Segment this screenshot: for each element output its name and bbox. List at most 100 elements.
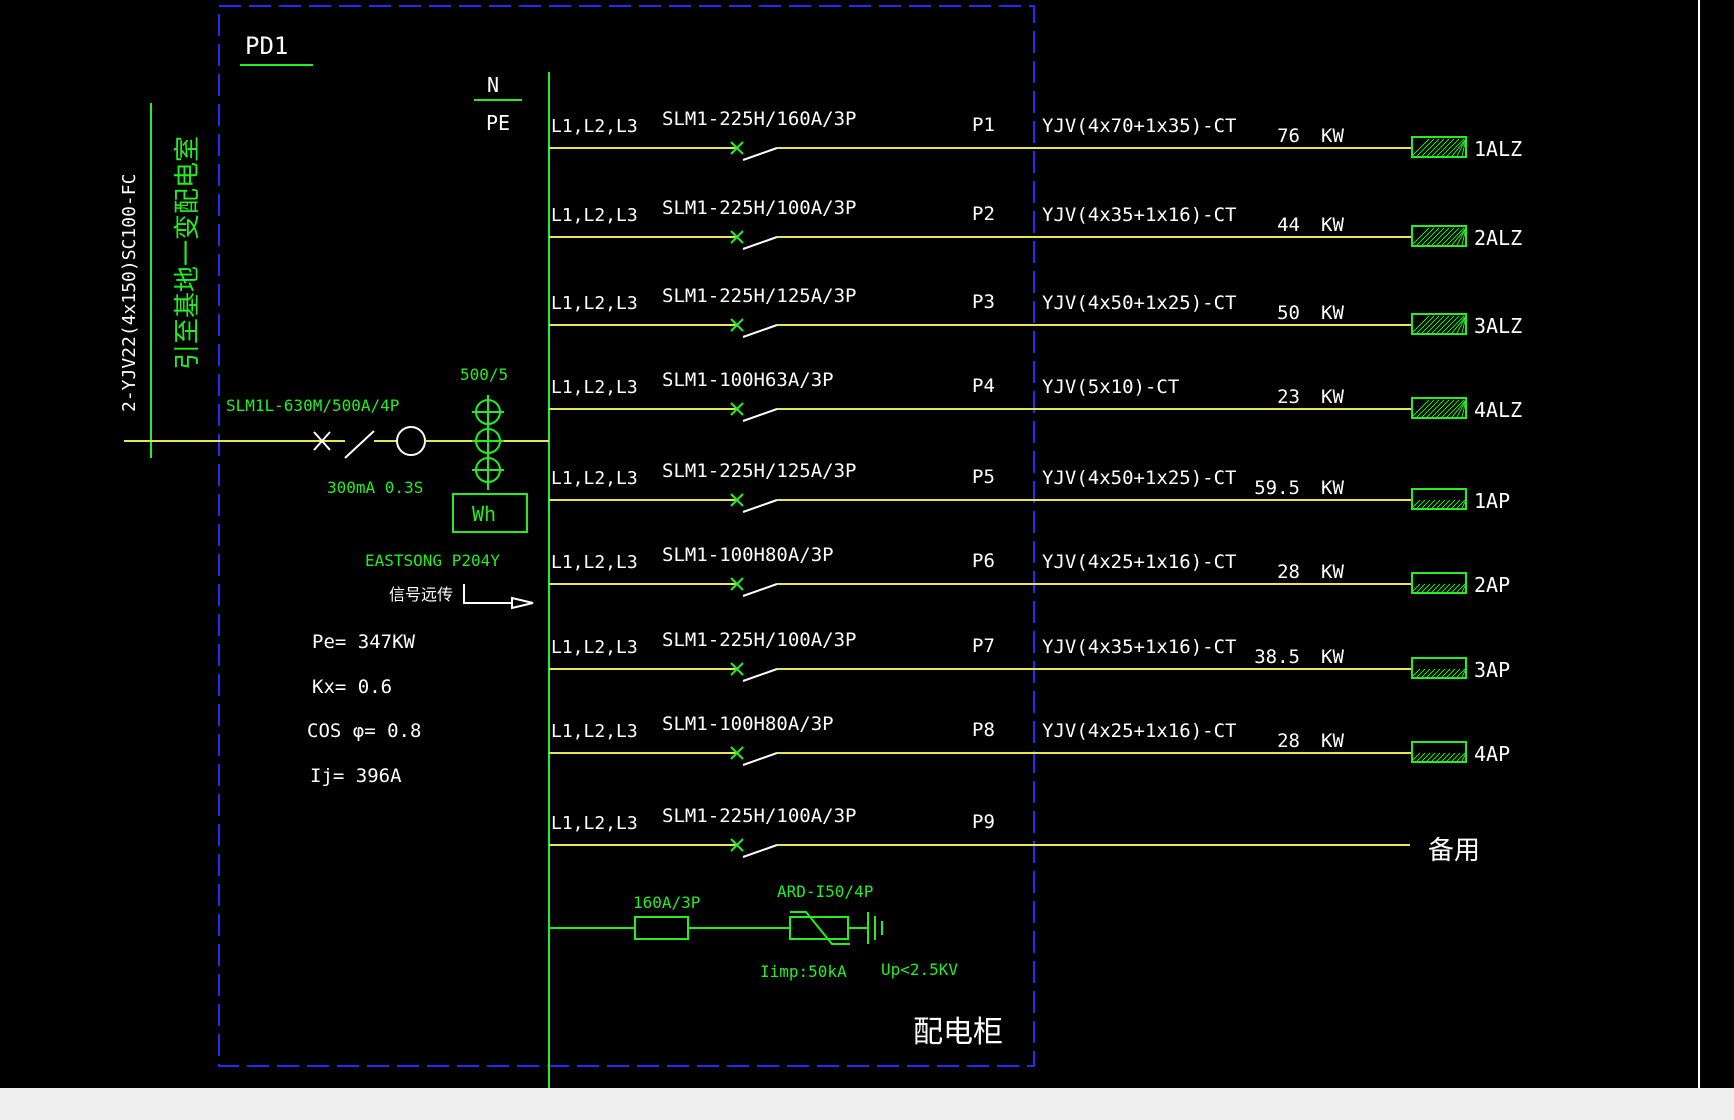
load-hatch (1411, 315, 1430, 334)
breaker-x (730, 838, 744, 852)
load-hatch (1456, 399, 1467, 418)
spd-fuse-label: 160A/3P (633, 893, 700, 912)
load-box (1411, 741, 1467, 763)
load-hatch (1461, 138, 1467, 157)
load-hatch (1411, 752, 1421, 762)
load-hatch (1426, 227, 1445, 246)
load-box (1411, 488, 1467, 510)
surge-protector-curve (790, 911, 850, 945)
ct-ratio: 500/5 (460, 365, 508, 384)
load-hatch (1421, 315, 1440, 334)
breaker-x (730, 230, 744, 244)
phase-label: L1,L2,L3 (551, 813, 638, 834)
breaker-label: SLM1-225H/100A/3P (662, 197, 856, 219)
n-label: N (487, 73, 499, 97)
load-hatch (1461, 499, 1467, 509)
load-hatch (1446, 583, 1456, 593)
load-hatch (1441, 399, 1460, 418)
power-unit: KW (1321, 214, 1344, 236)
incoming-cable-label: 2-YJV22(4x150)SC100-FC (119, 174, 140, 412)
phase-label: L1,L2,L3 (551, 468, 638, 489)
load-hatch (1456, 315, 1467, 334)
breaker-x (730, 141, 744, 155)
circuit-id: P9 (972, 811, 995, 833)
energy-meter (452, 493, 528, 533)
spd-iimp-label: Iimp:50kA (760, 962, 847, 981)
cable-label: YJV(4x50+1x25)-CT (1042, 467, 1236, 489)
load-hatch (1436, 752, 1446, 762)
load-hatch (1431, 752, 1441, 762)
power-value: 76 (1277, 125, 1300, 147)
load-hatch (1441, 138, 1460, 157)
load-hatch (1421, 399, 1440, 418)
load-hatch (1431, 399, 1450, 418)
spd-fuse (634, 916, 689, 940)
phase-label: L1,L2,L3 (551, 116, 638, 137)
rcd-symbol (396, 426, 426, 456)
load-box (1411, 313, 1467, 335)
load-hatch (1436, 668, 1446, 678)
load-hatch (1441, 752, 1451, 762)
load-hatch (1446, 315, 1465, 334)
load-hatch (1416, 499, 1426, 509)
spd-up-label: Up<2.5KV (881, 960, 958, 979)
power-unit: KW (1321, 125, 1344, 147)
load-hatch (1426, 499, 1436, 509)
phase-label: L1,L2,L3 (551, 293, 638, 314)
panel-footer: 配电柜 (913, 1015, 1003, 1050)
load-hatch (1416, 138, 1435, 157)
breaker-x (730, 318, 744, 332)
spd-model-label: ARD-I50/4P (777, 882, 873, 901)
load-hatch (1461, 752, 1467, 762)
load-label: 2ALZ (1474, 226, 1522, 250)
load-hatch (1426, 315, 1445, 334)
load-label: 备用 (1428, 836, 1480, 866)
load-label: 4AP (1474, 742, 1510, 766)
load-hatch (1456, 583, 1466, 593)
load-hatch (1411, 583, 1421, 593)
breaker-label: SLM1-225H/125A/3P (662, 285, 856, 307)
incoming-breaker-x2 (313, 431, 331, 451)
rcd-label: 300mA 0.3S (327, 478, 423, 497)
load-hatch (1426, 752, 1436, 762)
load-hatch (1436, 583, 1446, 593)
load-hatch (1426, 668, 1436, 678)
enclosure-frame (218, 5, 1035, 1067)
load-hatch (1461, 227, 1467, 246)
breaker-x (730, 746, 744, 760)
breaker-label: SLM1-100H63A/3P (662, 369, 834, 391)
load-hatch (1446, 399, 1465, 418)
load-hatch (1451, 399, 1467, 418)
load-hatch (1436, 227, 1455, 246)
load-label: 2AP (1474, 573, 1510, 597)
param-kx: Kx= 0.6 (312, 676, 392, 698)
drawing-canvas[interactable]: PD1 N PE 2-YJV22(4x150)SC100-FC 引至基地一变配电… (0, 0, 1734, 1088)
breaker-x (730, 402, 744, 416)
load-hatch (1411, 138, 1430, 157)
breaker-x (730, 662, 744, 676)
power-unit: KW (1321, 477, 1344, 499)
cable-label: YJV(4x25+1x16)-CT (1042, 720, 1236, 742)
pe-label: PE (486, 111, 510, 135)
load-hatch (1421, 138, 1440, 157)
load-hatch (1456, 752, 1466, 762)
breaker-label: SLM1-225H/100A/3P (662, 805, 856, 827)
load-hatch (1416, 752, 1426, 762)
power-unit: KW (1321, 386, 1344, 408)
load-hatch (1461, 583, 1467, 593)
load-hatch (1431, 227, 1450, 246)
status-bar (0, 1088, 1734, 1120)
cable-label: YJV(4x35+1x16)-CT (1042, 204, 1236, 226)
load-label: 4ALZ (1474, 398, 1522, 422)
load-hatch (1416, 583, 1426, 593)
load-box (1411, 225, 1467, 247)
load-hatch (1421, 752, 1431, 762)
load-hatch (1451, 752, 1461, 762)
circuit-id: P7 (972, 635, 995, 657)
load-hatch (1431, 315, 1450, 334)
breaker-label: SLM1-225H/125A/3P (662, 460, 856, 482)
load-hatch (1446, 752, 1456, 762)
phase-label: L1,L2,L3 (551, 552, 638, 573)
load-hatch (1421, 668, 1431, 678)
